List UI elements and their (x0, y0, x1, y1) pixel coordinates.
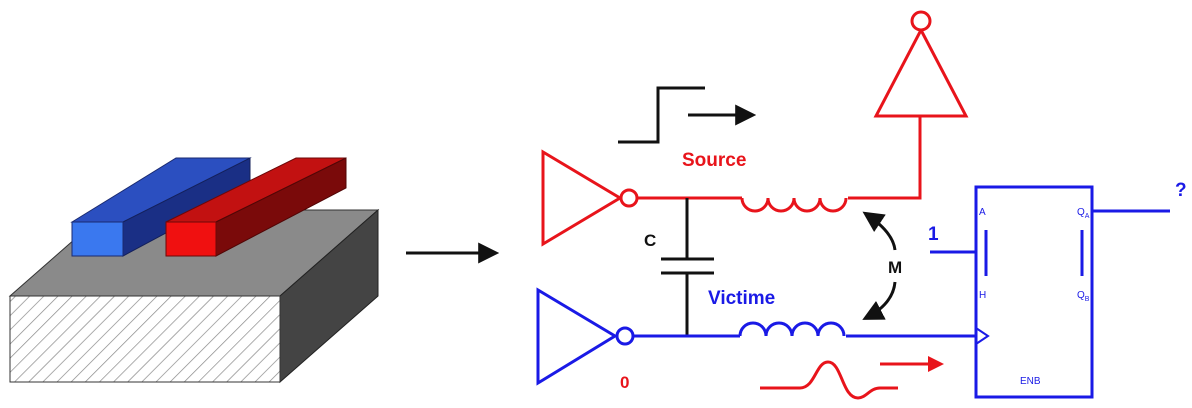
substrate-front-hatched (9, 295, 281, 383)
step-signal-icon (618, 86, 757, 144)
coupling-capacitor (661, 198, 714, 336)
victim-input-label: 0 (620, 373, 629, 392)
latch-output-label: ? (1175, 180, 1187, 201)
pin-qa-label: QA (1077, 207, 1090, 220)
victim-label: Victime (708, 288, 775, 309)
aggressor-receiver (873, 10, 969, 118)
source-label: Source (682, 150, 746, 171)
pin-a-label: A (979, 207, 986, 218)
interconnect-3d-illustration (8, 157, 380, 384)
noise-glitch-waveform (760, 360, 898, 400)
victim-line (633, 321, 976, 338)
propagation-arrow (880, 356, 944, 372)
mutual-inductance-arrows (862, 211, 897, 320)
blue-wire-front (71, 221, 124, 257)
victim-driver (536, 287, 635, 386)
latch-block (930, 185, 1170, 399)
pin-h-label: H (979, 290, 986, 301)
aggressor-line (637, 116, 922, 213)
capacitor-label: C (644, 231, 656, 250)
latch-input-label: 1 (928, 224, 939, 245)
pin-qb-label: QB (1077, 290, 1090, 303)
mutual-label: M (888, 258, 902, 277)
aggressor-driver (541, 149, 639, 247)
red-wire-front (165, 221, 217, 257)
pin-enb-label: ENB (1020, 376, 1041, 387)
